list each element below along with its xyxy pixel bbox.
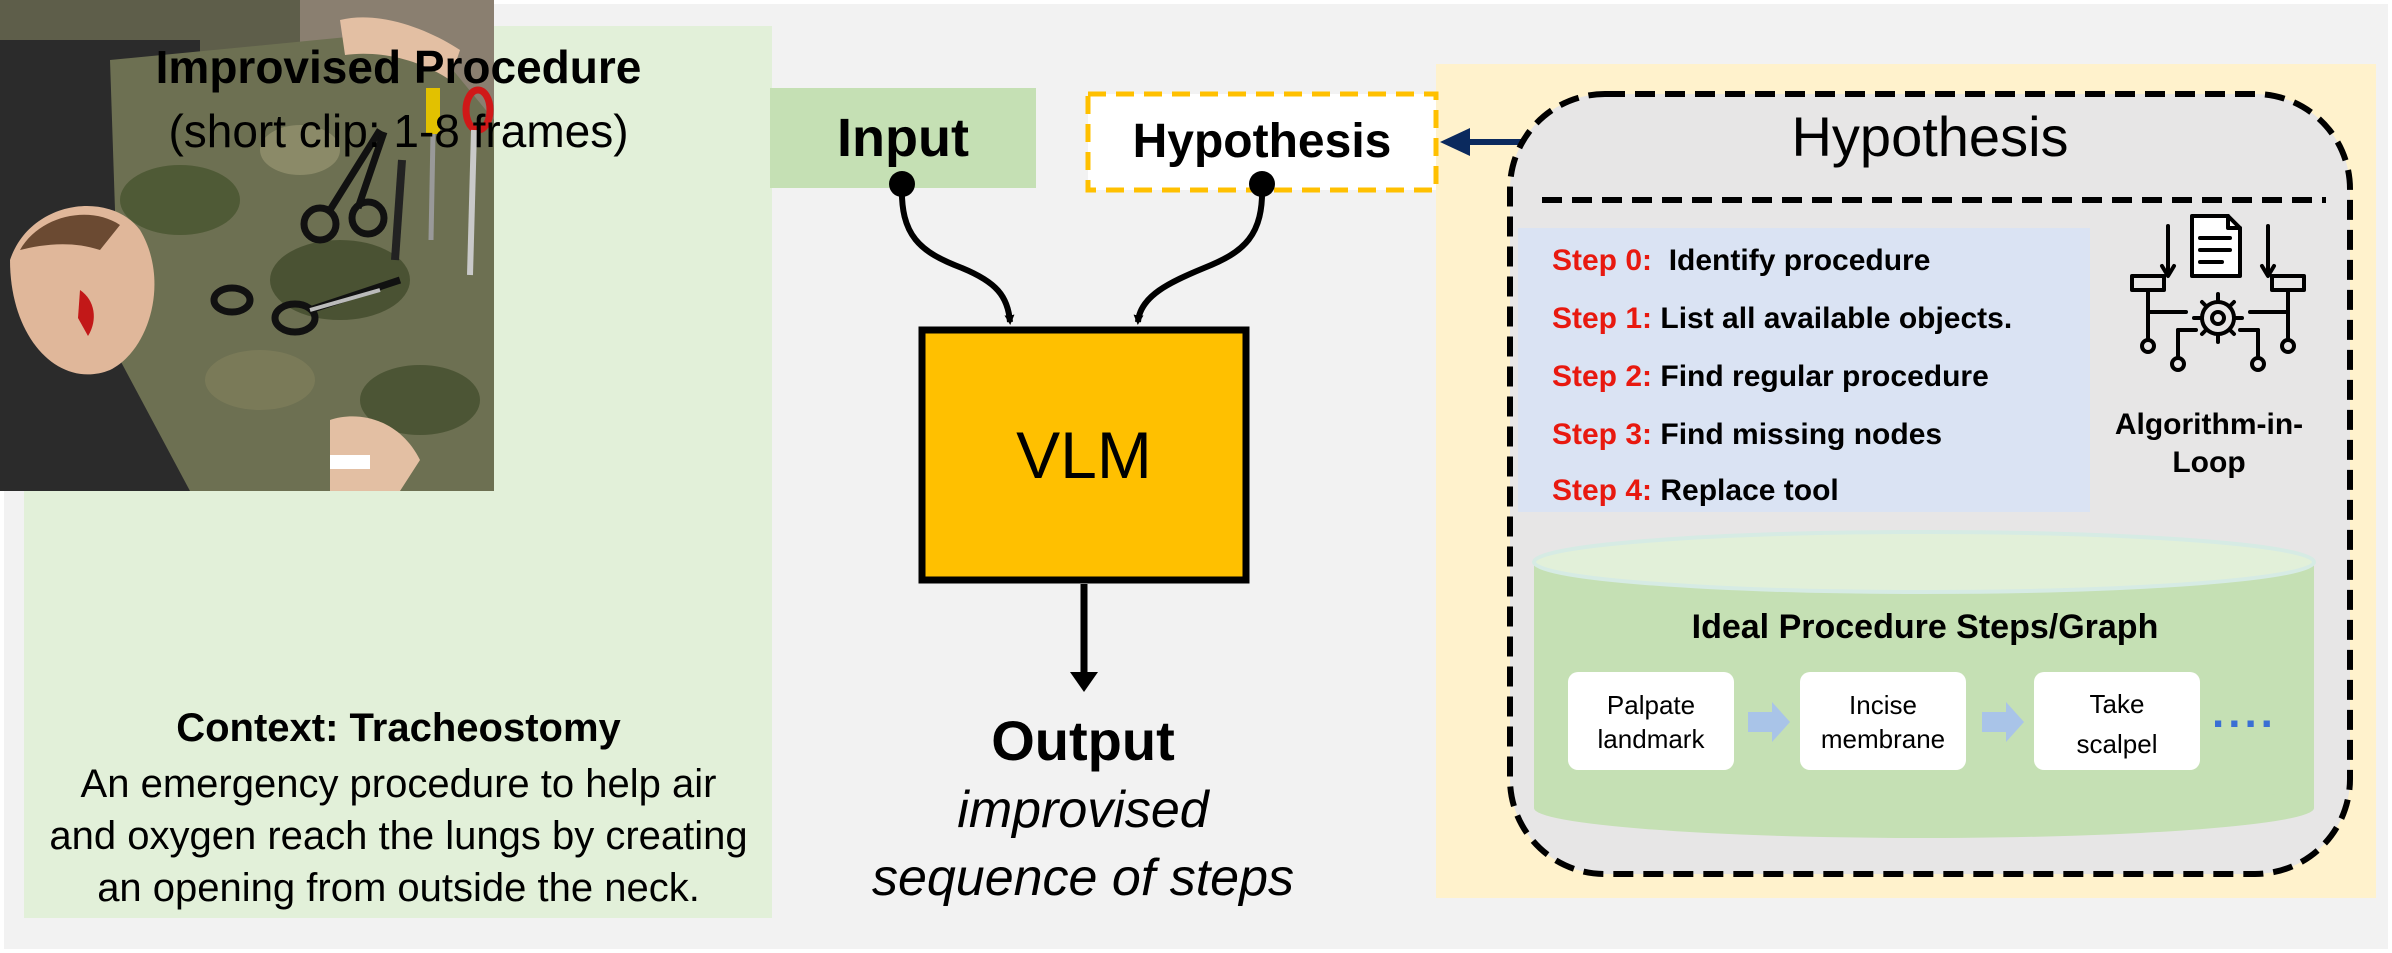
ideal-procedure-title: Ideal Procedure Steps/Graph xyxy=(1691,608,2159,646)
node-box-incise xyxy=(1800,672,1966,770)
hypothesis-arrow xyxy=(1133,183,1266,325)
algorithm-label-line: Loop xyxy=(2172,446,2246,479)
node-line: Incise xyxy=(1849,690,1917,720)
context-title: Context: Tracheostomy xyxy=(176,706,621,750)
step-text: Identify procedure xyxy=(1668,244,1931,277)
step-number: Step 2: xyxy=(1552,360,1653,393)
output-description: improvised sequence of steps xyxy=(830,776,1336,912)
step-text: List all available objects. xyxy=(1660,302,2013,335)
node-take-scalpel: Take scalpel xyxy=(2034,684,2200,764)
node-line: scalpel xyxy=(2076,729,2158,759)
step-number: Step 4: xyxy=(1552,474,1653,507)
step-number: Step 0: xyxy=(1552,244,1653,277)
hypothesis-panel-title: Hypothesis xyxy=(1791,105,2069,168)
algorithm-flowchart-gear-icon xyxy=(2130,214,2306,372)
node-line: membrane xyxy=(1820,724,1946,754)
vlm-box xyxy=(918,326,1250,584)
node-line: landmark xyxy=(1597,724,1705,754)
output-line: improvised xyxy=(957,781,1209,839)
step-number: Step 3: xyxy=(1552,418,1653,451)
left-panel-subtitle: (short clip: 1-8 frames) xyxy=(168,105,629,157)
context-line: and oxygen reach the lungs by creating xyxy=(49,814,748,858)
output-line: sequence of steps xyxy=(871,849,1295,907)
step-item: Step 4: Replace tool xyxy=(1552,474,2092,508)
node-palpate-landmark: Palpate landmark xyxy=(1568,688,1734,756)
step-number: Step 1: xyxy=(1552,302,1653,335)
context-description: An emergency procedure to help air and o… xyxy=(40,758,757,914)
step-item: Step 3: Find missing nodes xyxy=(1552,418,2092,452)
node-box-scalpel xyxy=(2034,672,2200,770)
step-text: Find regular procedure xyxy=(1660,360,1989,393)
node-incise-membrane: Incise membrane xyxy=(1800,688,1966,756)
node-line: Palpate xyxy=(1606,690,1696,720)
procedure-photo xyxy=(0,0,494,491)
node-box-palpate xyxy=(1568,672,1734,770)
output-arrowhead xyxy=(1070,672,1098,692)
step-text: Find missing nodes xyxy=(1660,418,1943,451)
context-line: an opening from outside the neck. xyxy=(97,866,700,910)
step-text: Replace tool xyxy=(1660,474,1839,507)
flow-arrow-1 xyxy=(1748,702,1790,742)
algorithm-label-line: Algorithm-in- xyxy=(2114,408,2304,441)
hypothesis-label: Hypothesis xyxy=(1132,115,1392,168)
steps-box xyxy=(1518,228,2090,512)
continuation-ellipsis: .... xyxy=(2212,688,2277,737)
context-line: An emergency procedure to help air xyxy=(80,762,717,806)
step-item: Step 0: Identify procedure xyxy=(1552,244,2092,278)
step-item: Step 2: Find regular procedure xyxy=(1552,360,2092,394)
step-item: Step 1: List all available objects. xyxy=(1552,302,2092,336)
output-title: Output xyxy=(991,709,1175,772)
input-arrow xyxy=(898,183,1015,325)
flow-arrow-2 xyxy=(1982,702,2024,742)
node-line: Take xyxy=(2089,689,2145,719)
vlm-label: VLM xyxy=(1016,418,1152,492)
input-label: Input xyxy=(837,108,969,168)
left-panel-title: Improvised Procedure xyxy=(155,41,642,93)
algorithm-in-loop-label: Algorithm-in- Loop xyxy=(2090,406,2328,482)
hypothesis-feed-arrowhead xyxy=(1440,128,1470,156)
